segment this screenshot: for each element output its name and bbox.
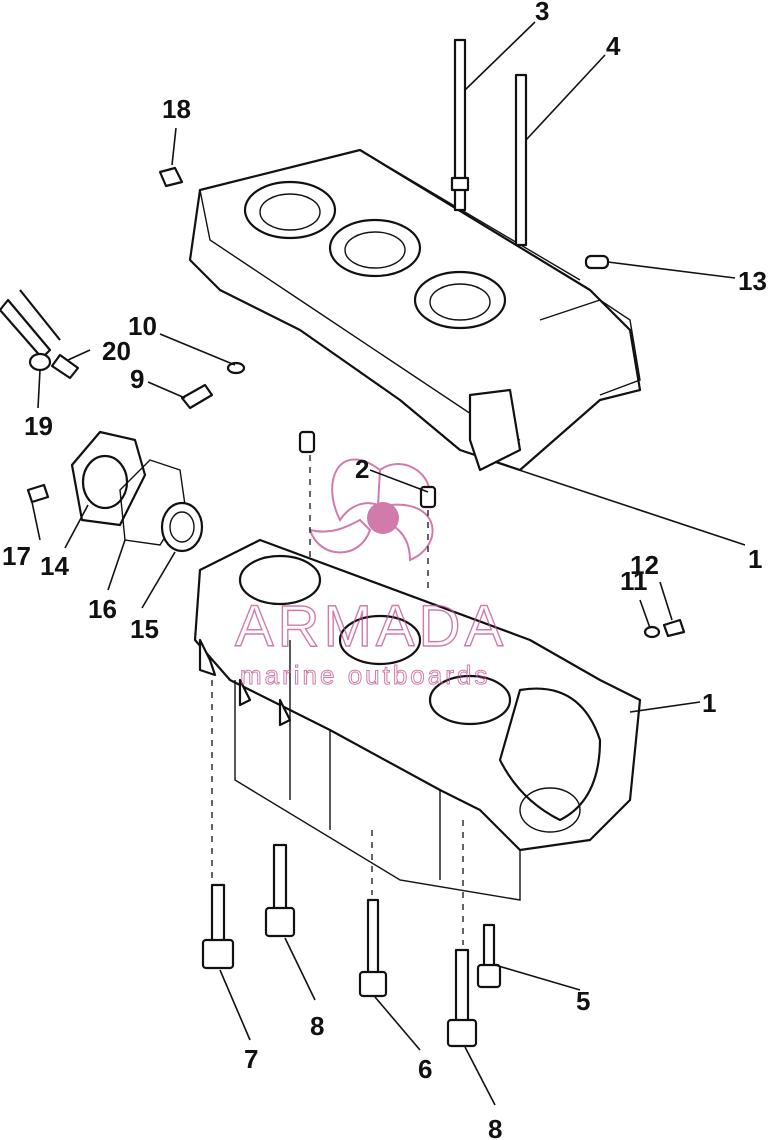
callout-12: 12 (630, 550, 659, 580)
callout-2: 2 (355, 454, 369, 484)
crankcase-lower (193, 538, 642, 901)
callout-3: 3 (535, 0, 549, 26)
callout-1-upper: 1 (748, 544, 762, 574)
callout-15: 15 (130, 614, 159, 644)
oil-seal-15 (160, 501, 204, 553)
callout-5: 5 (576, 986, 590, 1016)
leader-lines (31, 21, 746, 1106)
fitting-18 (158, 166, 184, 188)
dowel-pin-2b (419, 485, 437, 509)
bolt-8-left (264, 843, 296, 938)
bolt-5 (476, 923, 502, 989)
callout-19: 19 (24, 411, 53, 441)
callout-8-left: 8 (310, 1011, 324, 1041)
callout-7: 7 (244, 1044, 258, 1074)
watermark-brand: ARMADA (235, 594, 507, 659)
callout-18: 18 (162, 94, 191, 124)
stud-4 (514, 73, 528, 247)
cylinder-block-upper (188, 148, 642, 472)
propeller-logo-icon (308, 458, 434, 562)
watermark-tagline: marine outboards (240, 660, 490, 690)
callout-11: 11 (620, 566, 648, 596)
washer-10 (226, 361, 246, 375)
callout-20: 20 (102, 336, 131, 366)
bolt-8-right (446, 948, 478, 1048)
callout-9: 9 (130, 364, 144, 394)
armada-watermark: ARMADA marine outboards (234, 458, 507, 691)
callout-4: 4 (606, 31, 621, 61)
callout-13: 13 (738, 266, 767, 296)
bolt-6 (358, 898, 388, 998)
callout-17: 17 (2, 541, 31, 571)
bolt-7 (201, 883, 235, 970)
dowel-pin-2a (298, 430, 316, 454)
oil-seal-15-inner (169, 511, 195, 543)
callout-1-lower: 1 (702, 688, 716, 718)
fitting-9 (180, 383, 214, 410)
callout-16: 16 (88, 594, 117, 624)
seal-ring-14 (81, 454, 129, 510)
callout-8-right: 8 (488, 1114, 502, 1140)
callout-6: 6 (418, 1054, 432, 1084)
screw-17 (26, 483, 50, 504)
washer-11 (643, 625, 661, 639)
screw-12 (662, 618, 686, 638)
callout-10: 10 (128, 311, 157, 341)
hose-fitting-19-20 (0, 289, 80, 380)
stud-3 (450, 38, 470, 212)
callout-14: 14 (40, 551, 69, 581)
plug-13 (584, 254, 610, 270)
